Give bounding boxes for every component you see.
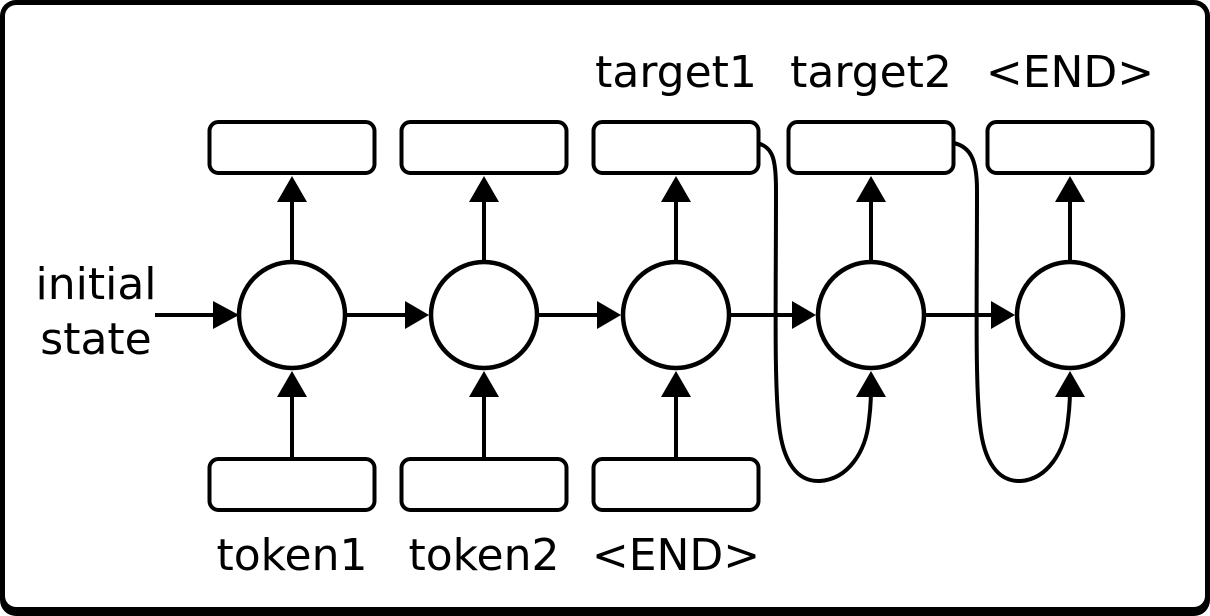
arrowhead-cell3-to-cell4 [792,301,816,329]
input-box-1 [207,457,377,512]
output-label-target1: target1 [595,47,757,98]
arrowhead-input2-to-cell2 [469,371,499,397]
arrowhead-input3-to-cell3 [661,371,691,397]
input-box-3 [591,457,761,512]
output-label-target2: target2 [790,47,952,98]
input-box-2 [399,457,569,512]
arrowhead-feedback-to-cell4 [856,371,886,397]
output-label-end: <END> [986,47,1154,98]
initial-state-label-line2: state [40,314,151,365]
input-label-token1: token1 [216,530,367,581]
arrowhead-cell3-to-output3 [661,176,691,202]
input-label-token2: token2 [408,530,559,581]
arrowhead-cell5-to-output5 [1055,176,1085,202]
rnn-cell-2 [428,259,540,371]
arrowhead-cell1-to-cell2 [405,301,429,329]
column-5: <END> [985,47,1155,371]
output-box-2 [399,120,569,175]
arrowhead-cell2-to-output2 [469,176,499,202]
arrowhead-cell4-to-cell5 [991,301,1015,329]
arrowhead-input1-to-cell1 [277,371,307,397]
arrowhead-feedback-to-cell5 [1055,371,1085,397]
output-box-3 [591,120,761,175]
output-box-1 [207,120,377,175]
feedback-curve-output4-to-cell5 [953,141,1072,484]
rnn-cell-5 [1014,259,1126,371]
output-box-5 [985,120,1155,175]
rnn-cell-1 [236,259,348,371]
initial-state-label-line1: initial [36,259,157,310]
arrowhead-cell1-to-output1 [277,176,307,202]
arrowhead-cell2-to-cell3 [597,301,621,329]
output-box-4 [786,120,956,175]
rnn-cell-3 [620,259,732,371]
feedback-curve-output3-to-cell4 [756,141,873,484]
rnn-cell-4 [815,259,927,371]
arrowhead-initial-to-cell1 [213,301,239,329]
arrowhead-cell4-to-output4 [856,176,886,202]
input-label-end: <END> [592,530,760,581]
column-3: target1 <END> [591,47,761,581]
